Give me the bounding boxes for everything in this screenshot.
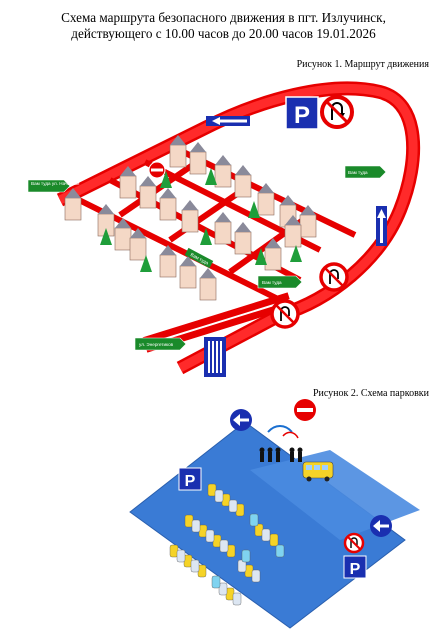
arrow-left-icon [370, 515, 392, 537]
no-u-turn-sign-icon [343, 532, 365, 554]
parking-sign-icon: P [285, 96, 319, 130]
svg-text:ул. Энергетиков: ул. Энергетиков [139, 342, 174, 347]
svg-text:Вам туда ул. Начистая: Вам туда ул. Начистая [31, 181, 80, 186]
svg-text:Вам туда: Вам туда [348, 170, 368, 175]
bus-icon [302, 461, 334, 482]
figure2-caption: Рисунок 2. Схема парковки [312, 388, 429, 399]
no-u-turn-sign-icon [319, 262, 349, 292]
title-line-2: действующего с 10.00 часов до 20.00 часо… [71, 26, 376, 41]
entry-road [142, 292, 293, 353]
direction-sign: Вам туда [344, 165, 387, 179]
no-u-turn-sign-icon [320, 95, 354, 129]
svg-text:P: P [294, 102, 310, 129]
route-map: Вам туда ул. Начистая Вам туда Вам туда … [27, 81, 421, 377]
direction-sign: ул. Энергетиков [134, 337, 187, 351]
no-entry-sign-icon [148, 161, 166, 179]
no-entry-sign-icon [294, 399, 316, 421]
arrow-left-icon [230, 409, 252, 431]
document-title: Схема маршрута безопасного движения в пг… [0, 10, 447, 42]
blue-arrow-left [206, 116, 250, 126]
parked-cars [169, 483, 285, 606]
title-line-1: Схема маршрута безопасного движения в пг… [61, 10, 386, 25]
figure1-caption: Рисунок 1. Маршрут движения [296, 59, 429, 70]
blue-arrow-up [376, 206, 387, 246]
direction-sign: Вам туда [257, 275, 303, 289]
parking-scheme: P P [129, 399, 420, 629]
svg-text:P: P [185, 473, 196, 490]
parking-sign-icon: P [343, 555, 367, 579]
parking-sign-icon: P [178, 467, 202, 491]
svg-text:P: P [350, 561, 361, 578]
pedestrians-icon [259, 425, 303, 462]
blue-two-way-arrows [204, 337, 226, 377]
trees [100, 168, 302, 272]
houses [64, 135, 317, 301]
direction-sign: Вам туда ул. Начистая [27, 179, 80, 193]
svg-text:Вам туда: Вам туда [262, 280, 282, 285]
no-u-turn-sign-icon [270, 299, 300, 329]
